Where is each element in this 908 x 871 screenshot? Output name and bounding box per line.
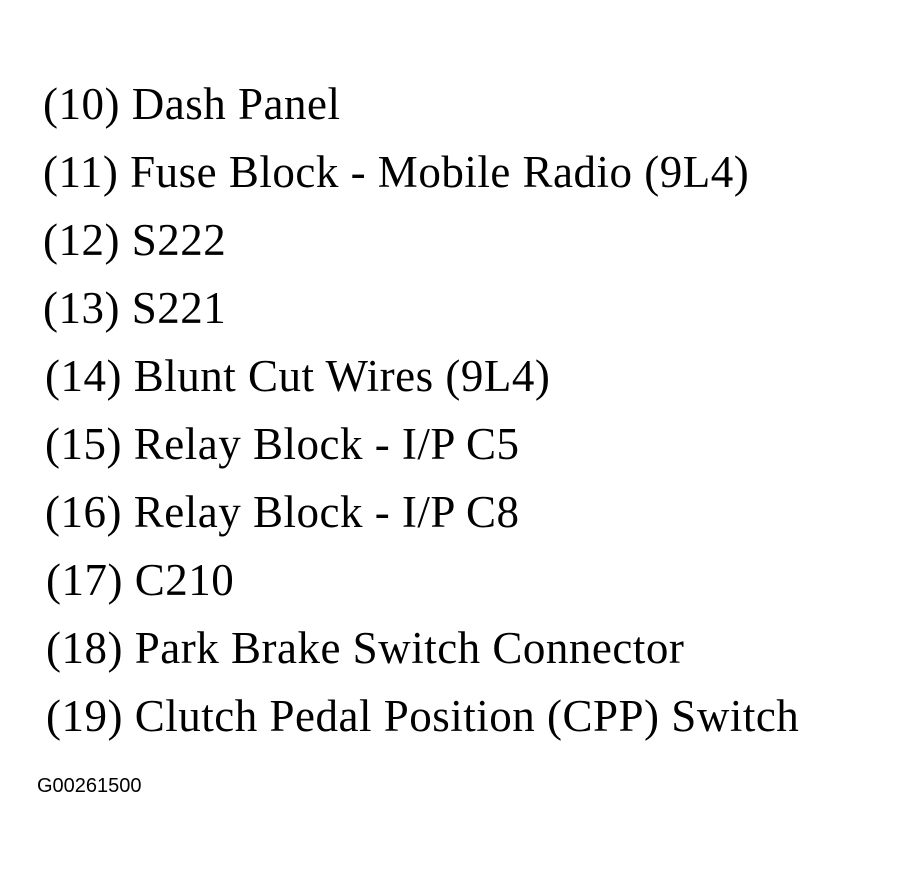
legend-item: (13) S221 <box>43 274 799 342</box>
legend-item-label: Park Brake Switch Connector <box>134 623 685 673</box>
legend-item: (15) Relay Block - I/P C5 <box>43 410 799 478</box>
legend-item-label: S221 <box>131 283 227 333</box>
figure-code: G00261500 <box>37 775 142 797</box>
legend-item-number: (11) <box>43 147 119 197</box>
legend-item: (19) Clutch Pedal Position (CPP) Switch <box>43 682 799 750</box>
legend-item-number: (19) <box>46 691 123 741</box>
legend-item-number: (17) <box>46 555 123 605</box>
legend-item-label: C210 <box>134 555 235 605</box>
component-legend: (10) Dash Panel (11) Fuse Block - Mobile… <box>43 70 799 750</box>
legend-item-number: (13) <box>43 283 120 333</box>
legend-item-number: (10) <box>43 79 120 129</box>
legend-item-number: (12) <box>43 215 120 265</box>
legend-item: (11) Fuse Block - Mobile Radio (9L4) <box>43 138 799 206</box>
legend-item-label: S222 <box>131 215 227 265</box>
legend-item-label: Dash Panel <box>131 79 341 129</box>
legend-item-label: Relay Block - I/P C5 <box>133 419 520 469</box>
legend-item: (10) Dash Panel <box>43 70 799 138</box>
legend-item-number: (16) <box>45 487 122 537</box>
legend-item: (14) Blunt Cut Wires (9L4) <box>43 342 799 410</box>
legend-item: (17) C210 <box>43 546 799 614</box>
legend-item-label: Clutch Pedal Position (CPP) Switch <box>134 691 800 741</box>
legend-item: (18) Park Brake Switch Connector <box>43 614 799 682</box>
legend-item-number: (15) <box>45 419 122 469</box>
legend-item-label: Blunt Cut Wires (9L4) <box>133 351 551 401</box>
legend-item: (16) Relay Block - I/P C8 <box>43 478 799 546</box>
legend-item-number: (14) <box>45 351 122 401</box>
legend-item-number: (18) <box>46 623 123 673</box>
legend-item-label: Fuse Block - Mobile Radio (9L4) <box>130 147 750 197</box>
legend-item-label: Relay Block - I/P C8 <box>133 487 520 537</box>
legend-item: (12) S222 <box>43 206 799 274</box>
